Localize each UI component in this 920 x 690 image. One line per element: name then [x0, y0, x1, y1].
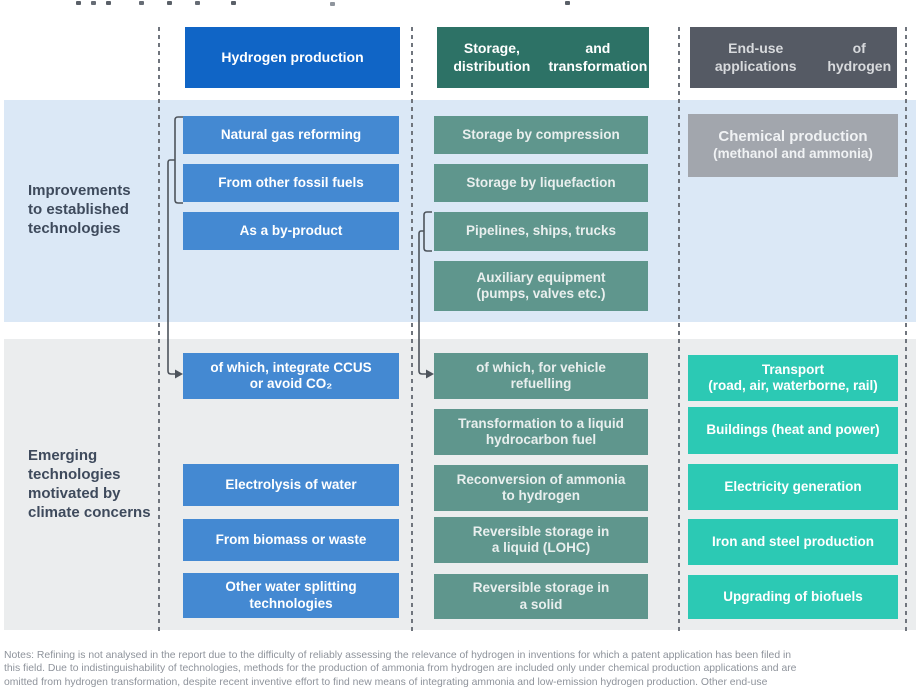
column-separator-dashed-line	[158, 27, 160, 631]
node-pipelines-ships-trucks: Pipelines, ships, trucks	[434, 212, 648, 251]
node-electricity-generation: Electricity generation	[688, 464, 898, 510]
notes-line: this field. Due to indistinguishability …	[4, 663, 797, 675]
node-buildings-heat-power: Buildings (heat and power)	[688, 407, 898, 454]
node-from-biomass-or-waste: From biomass or waste	[183, 519, 399, 561]
node-from-other-fossil-fuels: From other fossil fuels	[183, 164, 399, 202]
node-as-a-by-product: As a by-product	[183, 212, 399, 250]
node-storage-by-compression: Storage by compression	[434, 116, 648, 154]
cropped-text-fragment	[76, 1, 81, 5]
column-separator-dashed-line	[678, 27, 680, 631]
node-chemical-production: Chemical production(methanol and ammonia…	[688, 114, 898, 177]
notes-line: omitted from hydrogen transformation, de…	[4, 676, 768, 688]
node-storage-by-liquefaction: Storage by liquefaction	[434, 164, 648, 202]
node-upgrading-of-biofuels: Upgrading of biofuels	[688, 575, 898, 619]
node-auxiliary-equipment: Auxiliary equipment(pumps, valves etc.)	[434, 261, 648, 311]
node-iron-steel-production: Iron and steel production	[688, 519, 898, 565]
node-natural-gas-reforming: Natural gas reforming	[183, 116, 399, 154]
figure-notes: Notes: Refining is not analysed in the r…	[4, 649, 918, 689]
node-transport: Transport(road, air, waterborne, rail)	[688, 355, 898, 401]
column-separator-dashed-line	[905, 27, 907, 631]
notes-line: Notes: Refining is not analysed in the r…	[4, 650, 792, 661]
column-header-hydrogen-production: Hydrogen production	[185, 27, 400, 88]
column-separator-dashed-line	[411, 27, 413, 631]
node-electrolysis-of-water: Electrolysis of water	[183, 464, 399, 506]
